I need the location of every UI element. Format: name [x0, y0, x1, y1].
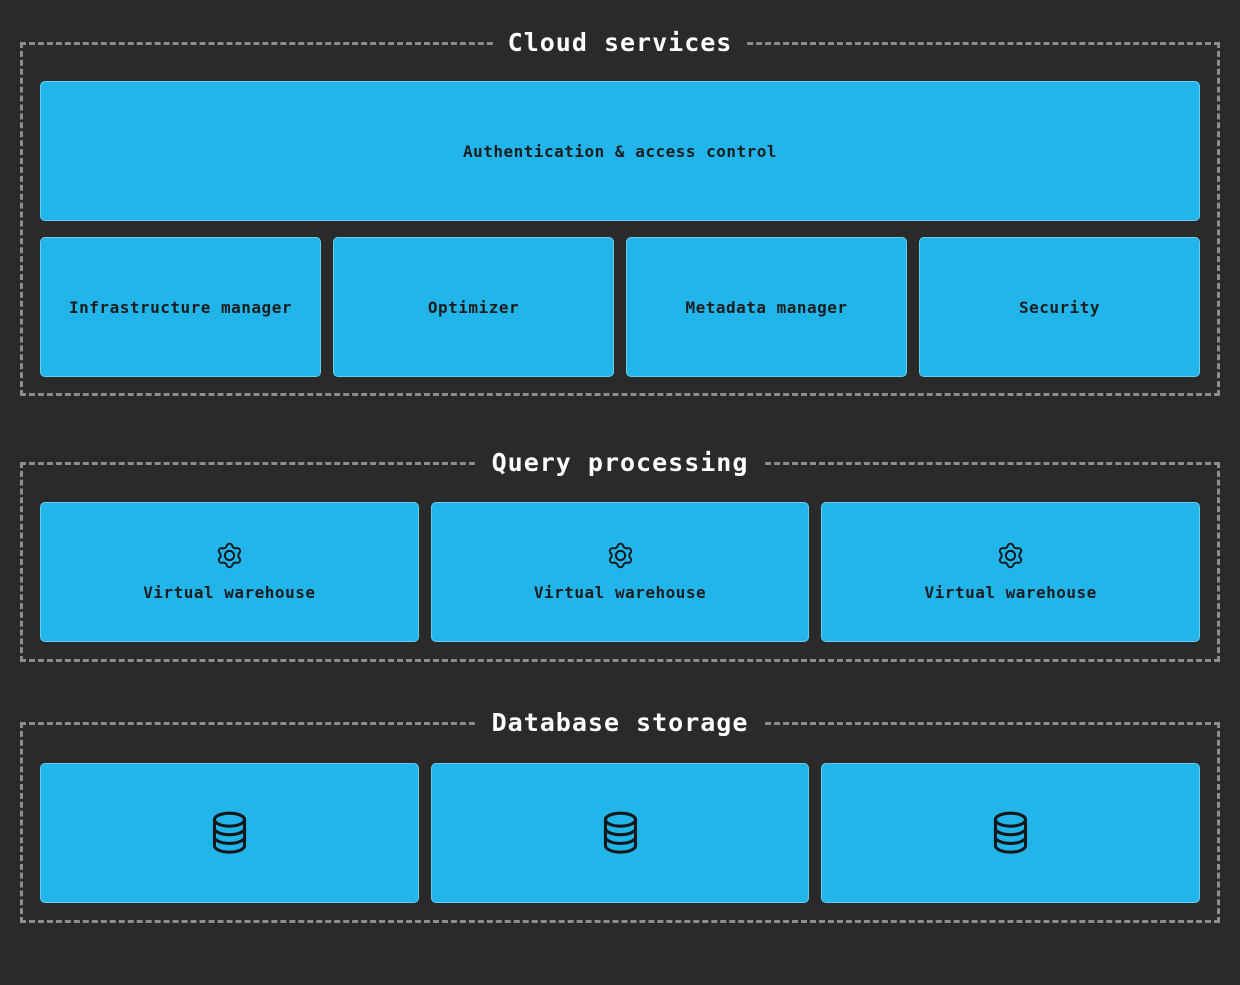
- gear-icon: [216, 542, 243, 569]
- node-label: Optimizer: [427, 297, 520, 317]
- node-virtual-warehouse: Virtual warehouse: [821, 502, 1201, 642]
- node-database: [40, 763, 419, 903]
- database-icon: [990, 810, 1031, 856]
- gear-icon: [997, 542, 1024, 569]
- node-label: Security: [1018, 297, 1101, 317]
- cloud-services-row: Infrastructure manager Optimizer Metadat…: [40, 237, 1200, 377]
- node-label: Virtual warehouse: [533, 583, 707, 602]
- node-label: Metadata manager: [685, 297, 848, 317]
- node-label: Virtual warehouse: [924, 583, 1097, 602]
- node-authentication-access-control: Authentication & access control: [40, 81, 1200, 221]
- section-database-storage: Database storage: [20, 708, 1220, 923]
- node-security: Security: [919, 237, 1200, 377]
- node-label: Virtual warehouse: [143, 583, 316, 602]
- node-virtual-warehouse: Virtual warehouse: [430, 502, 810, 642]
- section-title-database-storage: Database storage: [477, 708, 763, 738]
- node-infrastructure-manager: Infrastructure manager: [40, 237, 321, 377]
- node-metadata-manager: Metadata manager: [626, 237, 907, 377]
- node-database: [430, 763, 810, 903]
- node-label: Infrastructure manager: [69, 297, 292, 317]
- database-storage-row: [40, 763, 1201, 903]
- node-optimizer: Optimizer: [333, 237, 614, 377]
- node-label: Authentication & access control: [462, 141, 778, 161]
- section-query-processing: Query processing Virtual warehouse: [20, 448, 1220, 662]
- database-icon: [209, 810, 250, 856]
- section-title-cloud-services: Cloud services: [493, 28, 747, 58]
- database-icon: [600, 810, 641, 856]
- node-database: [821, 763, 1201, 903]
- node-virtual-warehouse: Virtual warehouse: [40, 502, 419, 642]
- section-title-query-processing: Query processing: [477, 448, 763, 478]
- section-cloud-services: Cloud services Authentication & access c…: [20, 28, 1220, 396]
- query-processing-row: Virtual warehouse Virtual warehouse: [40, 502, 1201, 642]
- architecture-diagram: Cloud services Authentication & access c…: [0, 28, 1240, 923]
- gear-icon: [607, 542, 634, 569]
